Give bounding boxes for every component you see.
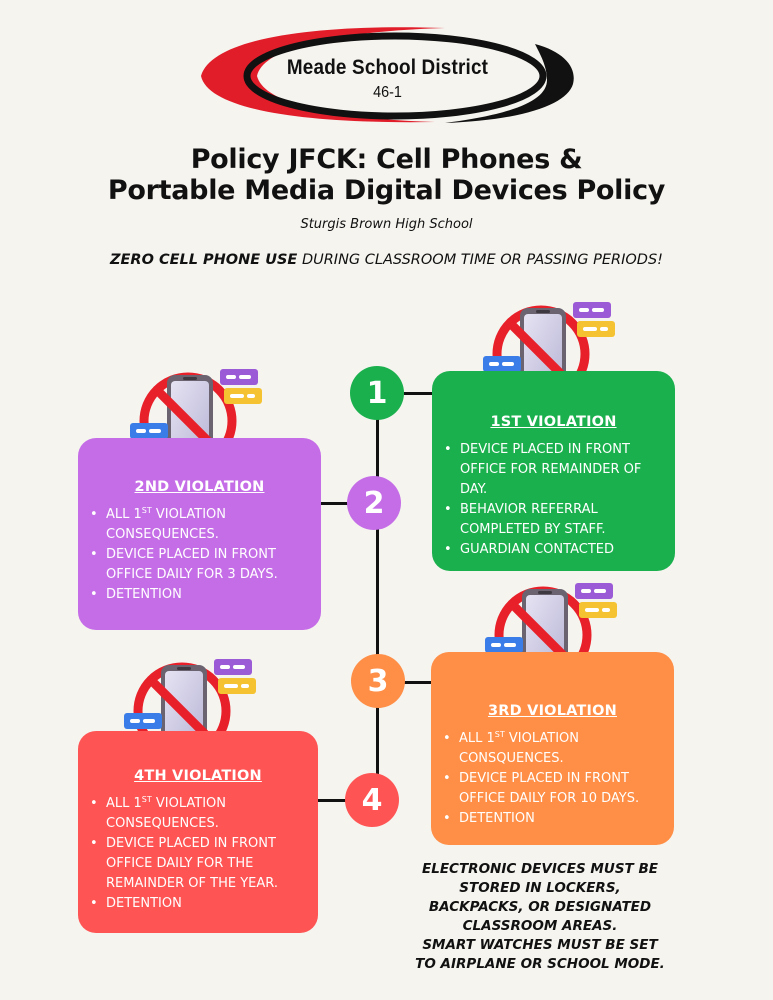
list-item: ALL 1ST VIOLATION CONSQUENCES. [443, 729, 666, 769]
ordinal-suffix: ST [141, 506, 152, 515]
logo-district-name: Meade School District [286, 56, 489, 79]
first-violation-title: 1ST VIOLATION [490, 414, 617, 430]
step-2-badge: 2 [347, 476, 401, 530]
step-4-badge: 4 [345, 773, 399, 827]
third-violation-list: ALL 1ST VIOLATION CONSQUENCES. DEVICE PL… [443, 729, 666, 829]
list-item-text: ALL 1 [459, 731, 495, 746]
timeline-connector [320, 502, 350, 505]
list-item: BEHAVIOR REFERRAL COMPLETED BY STAFF. [444, 500, 667, 540]
note-line: CLASSROOM AREAS. [462, 918, 618, 934]
list-item: DETENTION [90, 585, 313, 605]
list-item: ALL 1ST VIOLATION CONSEQUENCES. [90, 505, 313, 545]
second-violation-title: 2ND VIOLATION [134, 479, 265, 495]
list-item: DETENTION [443, 809, 666, 829]
list-item-text: VIOLATION CONSEQUENCES. [106, 796, 227, 831]
policy-title-line-2: Portable Media Digital Devices Policy [107, 175, 666, 206]
list-item: ALL 1ST VIOLATION CONSEQUENCES. [90, 794, 310, 834]
ordinal-suffix: ST [494, 730, 505, 739]
policy-title-line-1: Policy JFCK: Cell Phones & [190, 144, 583, 175]
list-item: DEVICE PLACED IN FRONT OFFICE FOR REMAIN… [444, 440, 667, 500]
note-line: ELECTRONIC DEVICES MUST BE [422, 861, 658, 877]
first-violation-list: DEVICE PLACED IN FRONT OFFICE FOR REMAIN… [444, 440, 667, 560]
third-violation-card: 3RD VIOLATION ALL 1ST VIOLATION CONSQUEN… [431, 652, 674, 845]
second-violation-list: ALL 1ST VIOLATION CONSEQUENCES. DEVICE P… [90, 505, 313, 605]
timeline-connector [318, 799, 348, 802]
zero-use-rule-text: DURING CLASSROOM TIME OR PASSING PERIODS… [297, 252, 663, 268]
list-item: DEVICE PLACED IN FRONT OFFICE DAILY FOR … [90, 545, 313, 585]
list-item: DETENTION [90, 894, 310, 914]
device-storage-note: ELECTRONIC DEVICES MUST BE STORED IN LOC… [395, 860, 685, 974]
list-item: GUARDIAN CONTACTED [444, 540, 667, 560]
note-line: TO AIRPLANE OR SCHOOL MODE. [415, 956, 665, 972]
first-violation-card: 1ST VIOLATION DEVICE PLACED IN FRONT OFF… [432, 371, 675, 571]
logo-emblem [201, 27, 574, 123]
district-logo: Meade School District 46-1 [195, 24, 580, 124]
timeline-connector [404, 392, 434, 395]
third-violation-title: 3RD VIOLATION [488, 703, 617, 719]
second-violation-card: 2ND VIOLATION ALL 1ST VIOLATION CONSEQUE… [78, 438, 321, 630]
fourth-violation-card: 4TH VIOLATION ALL 1ST VIOLATION CONSEQUE… [78, 731, 318, 933]
step-3-badge: 3 [351, 654, 405, 708]
fourth-violation-title: 4TH VIOLATION [134, 768, 262, 784]
list-item-text: ALL 1 [106, 507, 142, 522]
timeline-connector [404, 681, 434, 684]
list-item-text: VIOLATION CONSQUENCES. [459, 731, 580, 766]
logo-district-number: 46-1 [373, 84, 402, 101]
ordinal-suffix: ST [141, 795, 152, 804]
timeline-line [376, 392, 379, 812]
list-item: DEVICE PLACED IN FRONT OFFICE DAILY FOR … [443, 769, 666, 809]
zero-use-rule: ZERO CELL PHONE USE DURING CLASSROOM TIM… [0, 252, 773, 268]
list-item-text: ALL 1 [106, 796, 142, 811]
note-line: SMART WATCHES MUST BE SET [422, 937, 658, 953]
step-1-badge: 1 [350, 366, 404, 420]
list-item-text: VIOLATION CONSEQUENCES. [106, 507, 227, 542]
note-line: BACKPACKS, OR DESIGNATED [428, 899, 652, 915]
zero-use-rule-emphasis: ZERO CELL PHONE USE [110, 252, 298, 268]
fourth-violation-list: ALL 1ST VIOLATION CONSEQUENCES. DEVICE P… [90, 794, 310, 914]
note-line: STORED IN LOCKERS, [459, 880, 621, 896]
school-name: Sturgis Brown High School [300, 217, 473, 232]
list-item: DEVICE PLACED IN FRONT OFFICE DAILY FOR … [90, 834, 310, 894]
